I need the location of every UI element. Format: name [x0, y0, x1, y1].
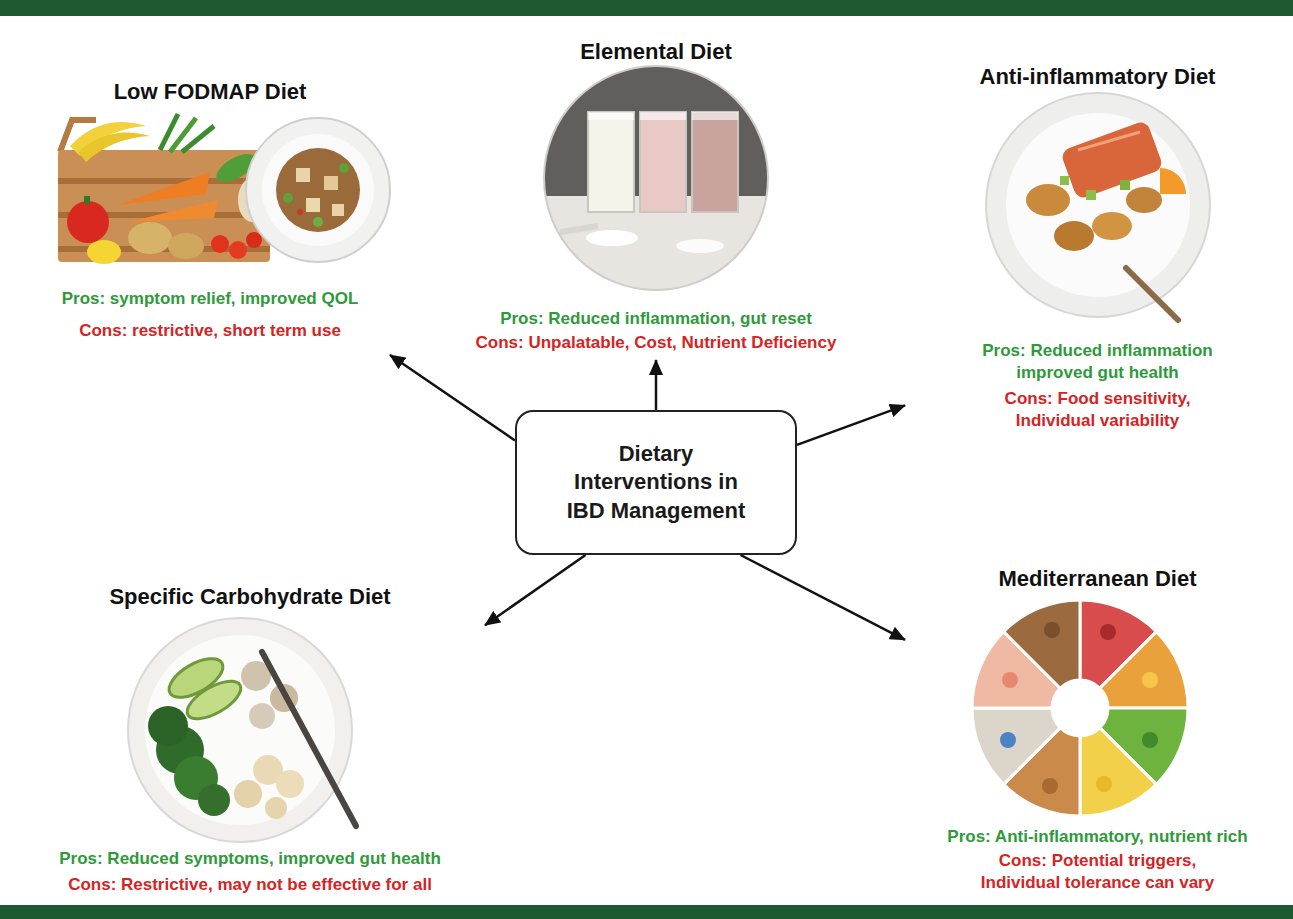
diet-group: Specific Carbohydrate DietPros: Reduced … — [15, 575, 485, 901]
arrow-connector — [797, 405, 905, 444]
pros-text: Pros: Reduced inflammation, gut reset — [438, 308, 874, 330]
pros-text: Pros: symptom relief, improved QOL — [40, 288, 380, 310]
shake-glasses — [540, 60, 772, 296]
shake-frame — [544, 66, 768, 290]
diet-group: Anti-inflammatory DietPros: Reduced infl… — [905, 55, 1290, 440]
title-holder: Mediterranean Diet — [905, 565, 1290, 593]
diet-title: Specific Carbohydrate Diet — [109, 583, 390, 611]
pros-text: Pros: Anti-inflammatory, nutrient rich — [923, 826, 1273, 848]
title-holder: Anti-inflammatory Diet — [905, 63, 1290, 91]
pros-cons-holder: Pros: symptom relief, improved QOL Cons: … — [40, 288, 380, 342]
center-title: Dietary Interventions in IBD Management — [557, 440, 755, 526]
title-holder: Specific Carbohydrate Diet — [15, 583, 485, 611]
salmon-plate — [986, 93, 1210, 320]
vegetable-crate — [58, 114, 270, 264]
diet-group: Mediterranean DietPros: Anti-inflammator… — [905, 555, 1290, 900]
food-wheel — [972, 600, 1188, 816]
pros-cons-holder: Pros: Reduced symptoms, improved gut hea… — [17, 848, 483, 896]
pros-text: Pros: Reduced symptoms, improved gut hea… — [17, 848, 483, 870]
center-box: Dietary Interventions in IBD Management — [515, 410, 797, 555]
cons-text: Cons: Food sensitivity, Individual varia… — [973, 388, 1223, 432]
diet-title: Elemental Diet — [580, 38, 732, 66]
scd-plate — [128, 618, 356, 842]
diet-group: Elemental DietPros: Reduced inflammation… — [436, 30, 876, 360]
stir-fry-plate — [246, 118, 390, 262]
pros-cons-holder: Pros: Anti-inflammatory, nutrient richCo… — [918, 826, 1278, 894]
title-holder: Elemental Diet — [436, 38, 876, 66]
cons-text: Cons: restrictive, short term use — [40, 320, 380, 342]
top-bar — [0, 0, 1293, 16]
diet-title: Low FODMAP Diet — [114, 78, 307, 106]
food-wheel-details — [1000, 622, 1158, 794]
pros-text: Pros: Reduced inflammation improved gut … — [973, 340, 1223, 384]
arrow-connector — [741, 555, 905, 640]
cons-text: Cons: Restrictive, may not be effective … — [17, 874, 483, 896]
cons-text: Cons: Potential triggers, Individual tol… — [963, 850, 1233, 894]
title-holder: Low FODMAP Diet — [30, 78, 390, 106]
arrow-connector — [485, 555, 586, 625]
pros-cons-holder: Pros: Reduced inflammation improved gut … — [948, 340, 1248, 432]
diet-group: Low FODMAP DietPros: symptom relief, imp… — [30, 70, 390, 355]
arrow-connector — [390, 355, 515, 440]
pros-cons-holder: Pros: Reduced inflammation, gut resetCon… — [438, 308, 874, 354]
diet-title: Mediterranean Diet — [998, 565, 1196, 593]
arrow-connector — [655, 360, 658, 410]
cons-text: Cons: Unpalatable, Cost, Nutrient Defici… — [438, 332, 874, 354]
bottom-bar — [0, 905, 1293, 919]
diet-title: Anti-inflammatory Diet — [980, 63, 1216, 91]
